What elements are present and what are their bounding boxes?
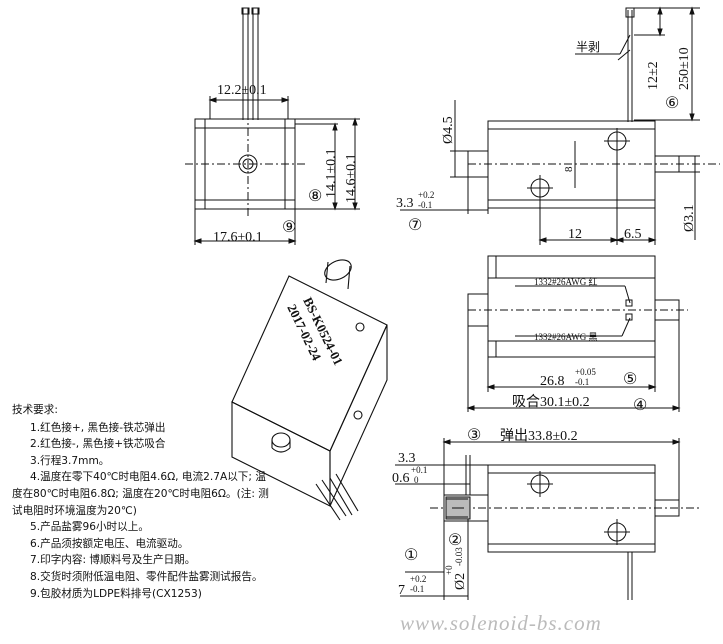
circle-5: ⑤ — [623, 371, 637, 388]
tol-minus-text: -0.1 — [418, 200, 432, 210]
circle-9: ⑨ — [282, 219, 296, 236]
dim-plunger-ext-text: 3.3 — [396, 196, 414, 211]
note-item: 8.交货时须附低温电阻、零件配件盐雾测试报告。 — [30, 570, 263, 583]
dim-body-len-text: 26.8 — [540, 374, 565, 389]
dim-dia-pin-text: Ø3.1 — [682, 204, 697, 232]
tol-body-plus-text: +0.05 — [575, 367, 596, 377]
wire-red-label: 1332#26AWG 红 — [534, 276, 598, 287]
bottom-view — [466, 255, 688, 412]
tol-06-plus-text: +0.1 — [411, 465, 427, 475]
circle-2: ② — [448, 532, 462, 549]
section-view — [395, 438, 700, 600]
circle-4: ④ — [633, 397, 647, 414]
circle-1: ① — [404, 547, 418, 564]
isometric-product — [231, 259, 388, 521]
note-item: 5.产品盐雾96小时以上。 — [30, 521, 149, 534]
dim-small-8-text: 8 — [563, 166, 575, 172]
note-item: 4.温度在零下40℃时电阻4.6Ω, 电流2.7A以下; 温度在80℃时电阻6.… — [12, 471, 269, 517]
tol-7-plus-text: +0.2 — [410, 574, 426, 584]
circle-3: ③ — [467, 427, 481, 444]
technical-requirements: 技术要求: 1.红色接+, 黑色接-铁芯弹出 2.红色接-, 黑色接+铁芯吸合 … — [12, 402, 274, 602]
note-item: 7.印字内容: 博顺料号及生产日期。 — [30, 554, 196, 567]
tol-7-minus-text: -0.1 — [410, 584, 424, 594]
tol-body-minus-text: -0.1 — [575, 377, 589, 387]
notes-title: 技术要求: — [12, 404, 58, 416]
dim-0-6-text: 0.6 — [392, 471, 410, 486]
top-view — [185, 7, 360, 245]
dim-dia2-text: Ø2 — [453, 573, 468, 590]
dim-strip-text: 12±2 — [646, 61, 661, 90]
note-item: 3.行程3.7mm。 — [30, 454, 110, 467]
side-view-plunger — [467, 150, 489, 178]
note-item: 6.产品须按额定电压、电流驱动。 — [30, 537, 189, 550]
dim-pull-text: 吸合30.1±0.2 — [512, 394, 590, 410]
watermark: www.solenoid-bs.com — [400, 611, 602, 635]
half-strip-label: 半剥 — [576, 40, 600, 54]
tol-06-minus-text: 0 — [414, 475, 419, 485]
wire-black-label: 1332#26AWG 黑 — [534, 332, 598, 342]
dim-6-5-text: 6.5 — [624, 227, 642, 242]
dim-height-b-text: 14.6±0.1 — [344, 153, 359, 203]
circle-7: ⑦ — [408, 217, 422, 234]
side-view — [400, 6, 720, 245]
note-item: 9.包胶材质为LDPE料排号(CX1253) — [30, 587, 202, 600]
dim-12-text: 12 — [568, 227, 582, 242]
dim-width-text: 12.2±0.1 — [217, 83, 267, 98]
dim-7-text: 7 — [398, 583, 405, 598]
dim-dia-plunger-text: Ø4.5 — [441, 116, 456, 144]
dim-body-text: 17.6±0.1 — [213, 230, 263, 245]
dim-3-3-text: 3.3 — [398, 451, 416, 466]
top-view-body — [194, 118, 296, 210]
dim-wire-text: 250±10 — [677, 47, 692, 90]
note-item: 1.红色接+, 黑色接-铁芯弹出 — [30, 421, 166, 434]
side-view-pin — [654, 155, 680, 173]
dim-push-text: 弹出33.8±0.2 — [500, 428, 578, 444]
circle-6: ⑥ — [665, 95, 679, 112]
dim-height-a-text: 14.1±0.1 — [324, 148, 339, 198]
tol-dia2-minus-text: -0.03 — [454, 547, 464, 566]
tol-dia2-plus-text: +0 — [444, 565, 454, 575]
circle-8: ⑧ — [308, 188, 322, 205]
note-item: 2.红色接-, 黑色接+铁芯吸合 — [30, 438, 166, 451]
tol-plus-text: +0.2 — [418, 190, 434, 200]
